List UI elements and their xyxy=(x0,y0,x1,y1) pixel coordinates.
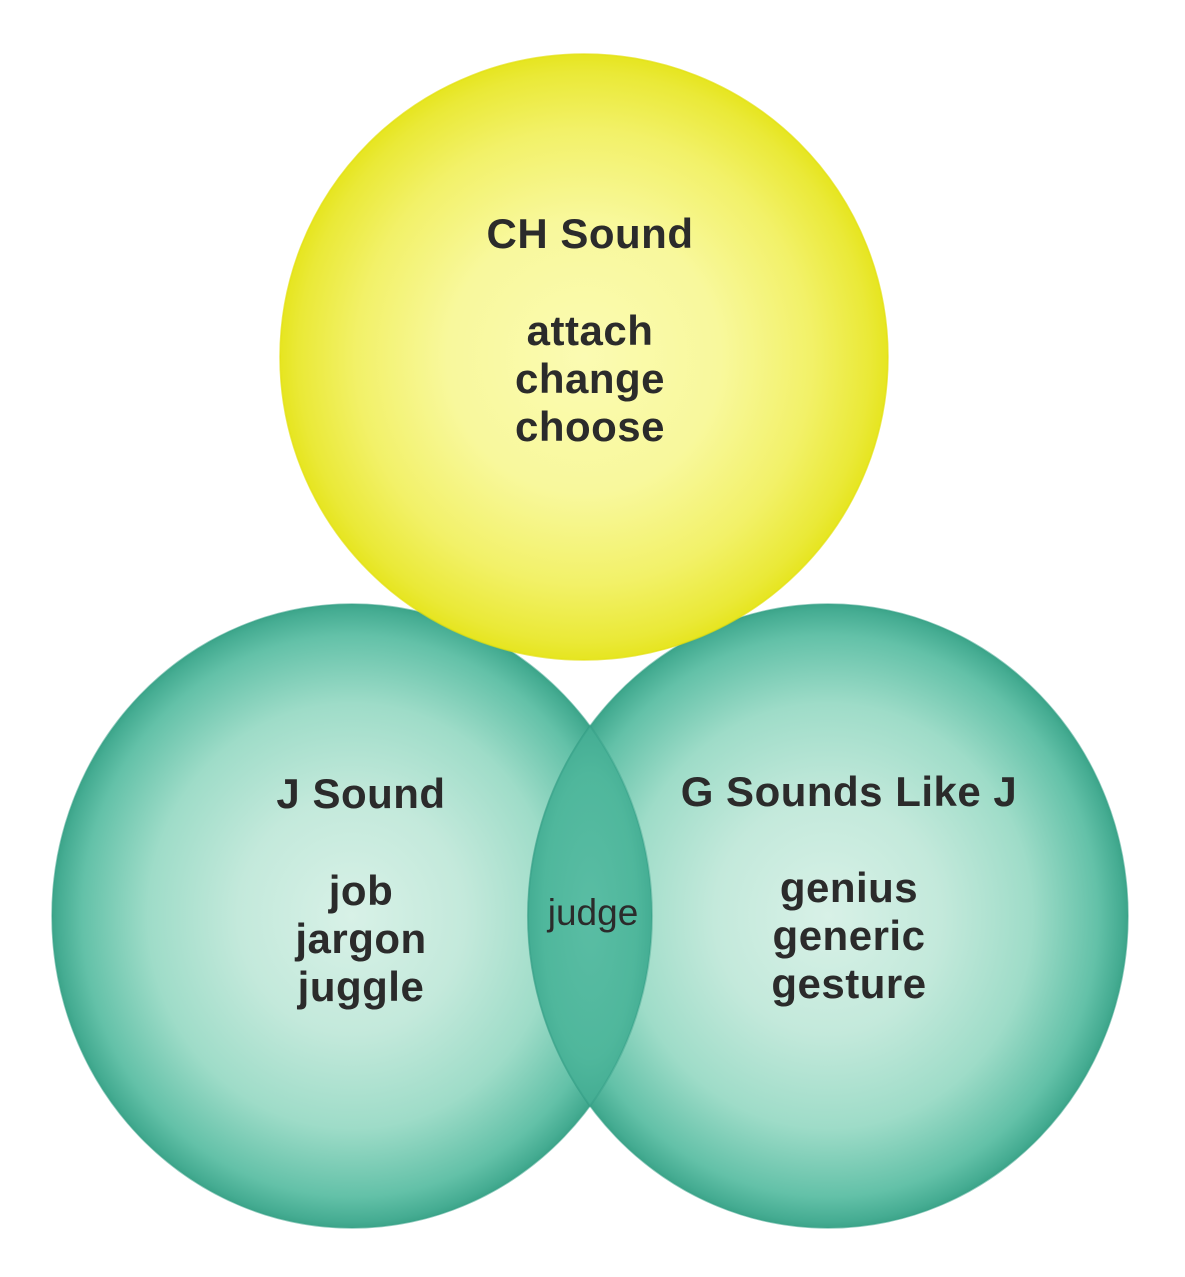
g-sounds-like-j-label: G Sounds Like J xyxy=(680,768,1018,815)
g-word-2: generic xyxy=(772,912,926,959)
ch-sound-label: CH Sound xyxy=(486,210,694,257)
j-sound-label: J Sound xyxy=(276,770,446,817)
j-word-2: jargon xyxy=(295,915,427,962)
g-word-3: gesture xyxy=(771,960,927,1007)
ch-sound-circle xyxy=(279,53,889,661)
g-word-1: genius xyxy=(779,864,919,911)
ch-word-1: attach xyxy=(526,307,654,354)
ch-sound-words: attach change choose xyxy=(515,307,665,451)
ch-word-3: choose xyxy=(514,403,666,450)
overlap-word-judge: judge xyxy=(547,892,639,933)
j-g-overlap-lens xyxy=(526,724,654,1108)
g-sounds-like-j-words: genius generic gesture xyxy=(771,864,926,1008)
j-word-1: job xyxy=(328,867,394,914)
j-sound-words: job jargon juggle xyxy=(295,867,426,1011)
ch-word-2: change xyxy=(514,355,666,402)
j-word-3: juggle xyxy=(297,963,425,1010)
